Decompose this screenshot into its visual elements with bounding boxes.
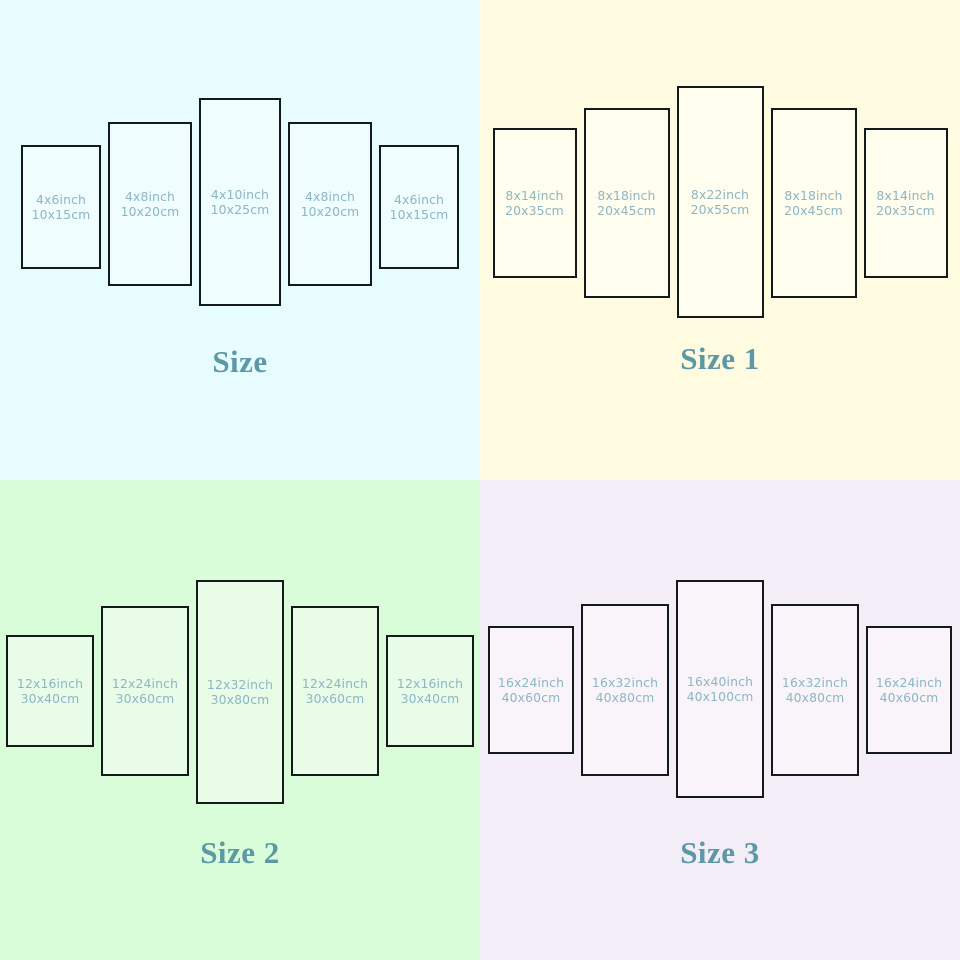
panel-size-centimeters: 10x15cm bbox=[389, 207, 449, 222]
panel-size-inches: 8x14inch bbox=[876, 187, 935, 203]
panel-size-centimeters: 30x80cm bbox=[210, 692, 270, 707]
panel-size-centimeters: 30x40cm bbox=[20, 691, 80, 706]
panel-size-inches: 16x24inch bbox=[875, 674, 943, 690]
panel-size-inches: 12x16inch bbox=[16, 675, 84, 691]
panel-size-centimeters: 40x80cm bbox=[595, 690, 655, 705]
panel-size-centimeters: 10x25cm bbox=[210, 202, 270, 217]
size-group-title: Size 2 bbox=[200, 835, 280, 870]
panel-size-inches: 8x18inch bbox=[597, 187, 656, 203]
panel-size-centimeters: 40x100cm bbox=[686, 689, 754, 704]
size-group-title: Size 1 bbox=[680, 341, 760, 376]
panel-size-inches: 8x18inch bbox=[784, 187, 843, 203]
panel-size-centimeters: 20x45cm bbox=[784, 203, 843, 218]
panel-size-centimeters: 10x20cm bbox=[120, 204, 180, 219]
panel-size-inches: 12x24inch bbox=[301, 675, 369, 691]
panel-size-centimeters: 30x60cm bbox=[305, 691, 365, 706]
panel-size-inches: 4x8inch bbox=[124, 188, 176, 204]
panel-size-centimeters: 20x45cm bbox=[597, 203, 656, 218]
panel-size-inches: 16x32inch bbox=[781, 674, 849, 690]
panel-size-inches: 4x8inch bbox=[304, 188, 356, 204]
panel-size-centimeters: 10x15cm bbox=[31, 207, 91, 222]
panel-size-inches: 4x10inch bbox=[210, 186, 270, 202]
panel-size-inches: 4x6inch bbox=[35, 191, 87, 207]
panel-size-inches: 8x22inch bbox=[690, 186, 750, 202]
panel-size-inches: 16x40inch bbox=[686, 673, 754, 689]
panel-size-centimeters: 30x60cm bbox=[115, 691, 175, 706]
panel-size-inches: 12x16inch bbox=[396, 675, 464, 691]
panel-size-centimeters: 10x20cm bbox=[300, 204, 360, 219]
panel-size-inches: 8x14inch bbox=[505, 187, 564, 203]
panel-size-inches: 12x24inch bbox=[111, 675, 179, 691]
panel-size-centimeters: 30x40cm bbox=[400, 691, 460, 706]
panel-size-inches: 4x6inch bbox=[393, 191, 445, 207]
panel-size-inches: 12x32inch bbox=[206, 676, 274, 692]
panel-size-centimeters: 20x35cm bbox=[876, 203, 935, 218]
panel-size-centimeters: 20x35cm bbox=[505, 203, 564, 218]
size-group-title: Size bbox=[212, 344, 268, 379]
panel-size-inches: 16x24inch bbox=[497, 674, 565, 690]
panel-size-centimeters: 20x55cm bbox=[690, 202, 750, 217]
panel-size-centimeters: 40x60cm bbox=[879, 690, 939, 705]
panel-size-inches: 16x32inch bbox=[591, 674, 659, 690]
panel-size-centimeters: 40x80cm bbox=[785, 690, 845, 705]
panel-size-centimeters: 40x60cm bbox=[501, 690, 561, 705]
size-group-title: Size 3 bbox=[680, 835, 760, 870]
